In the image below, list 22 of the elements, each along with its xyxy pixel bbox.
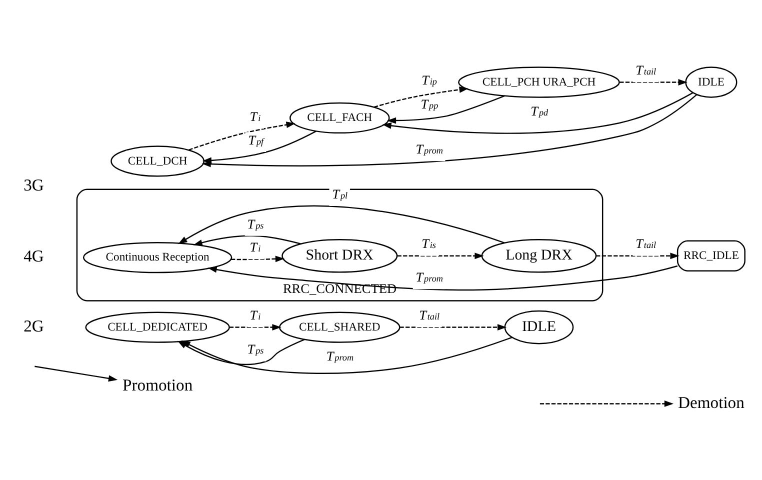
- edge-label: Tps: [247, 216, 264, 231]
- edge-label: Tip: [422, 72, 437, 88]
- legend-label: Demotion: [678, 392, 744, 412]
- edge-label: Ti: [250, 307, 261, 322]
- edge-label: Tpp: [420, 96, 438, 112]
- edge-label: Tprom: [326, 348, 354, 363]
- label: 4G: [24, 246, 44, 266]
- label: 2G: [24, 316, 44, 335]
- edge-label: Ttail: [636, 236, 656, 251]
- edge-label: Ti: [250, 108, 261, 124]
- edge-label: Tpf: [248, 132, 264, 147]
- edge-label: Tis: [422, 236, 436, 251]
- edge-label: Ttail: [419, 307, 440, 322]
- edge-label: Tpl: [332, 186, 348, 201]
- edge-label: Tps: [247, 341, 264, 356]
- edge-label: Ttail: [636, 62, 656, 78]
- legend-label: Promotion: [122, 374, 193, 394]
- edge-label: Tprom: [416, 268, 444, 284]
- label: 3G: [24, 174, 44, 194]
- edge-label: Ti: [250, 239, 261, 254]
- edge-label: Tpd: [530, 102, 548, 118]
- edge-label: Tprom: [416, 141, 444, 156]
